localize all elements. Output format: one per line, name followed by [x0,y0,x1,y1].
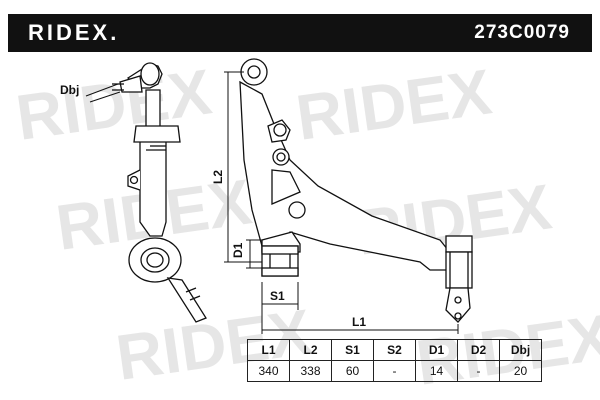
watermark-text: RIDEX [292,55,496,154]
spec-value-s1: 60 [331,360,374,382]
dbj-dimension [85,83,121,103]
part-number: 273C0079 [474,22,570,43]
spec-header-l2: L2 [289,339,332,361]
d1-label: D1 [231,242,245,258]
spec-header-d2: D2 [457,339,500,361]
spec-header-dbj: Dbj [499,339,542,361]
header-bar: RIDEX. 273C0079 [8,14,592,52]
brand-logo: RIDEX. [28,20,120,45]
spec-header-l1: L1 [247,339,290,361]
spec-value-d2: - [457,360,500,382]
l2-dimension [224,71,262,263]
s1-dimension [261,282,299,310]
spec-table-header-row: L1 L2 S1 S2 D1 D2 Dbj [247,339,542,361]
l1-dimension [261,310,459,334]
spec-header-d1: D1 [415,339,458,361]
spec-value-s2: - [373,360,416,382]
s1-label: S1 [270,289,285,303]
watermark-text: RIDEX [12,55,216,154]
l1-label: L1 [352,315,366,329]
spec-header-s2: S2 [373,339,416,361]
spec-value-dbj: 20 [499,360,542,382]
spec-table-value-row: 340 338 60 - 14 - 20 [247,360,542,382]
spec-value-d1: 14 [415,360,458,382]
spec-header-s1: S1 [331,339,374,361]
l2-label: L2 [211,170,225,184]
spec-value-l1: 340 [247,360,290,382]
side-view [112,62,207,323]
dbj-label: Dbj [60,83,79,97]
spec-value-l2: 338 [289,360,332,382]
d1-dimension [246,239,262,269]
spec-table: L1 L2 S1 S2 D1 D2 Dbj 340 338 60 - 14 - … [247,339,542,382]
